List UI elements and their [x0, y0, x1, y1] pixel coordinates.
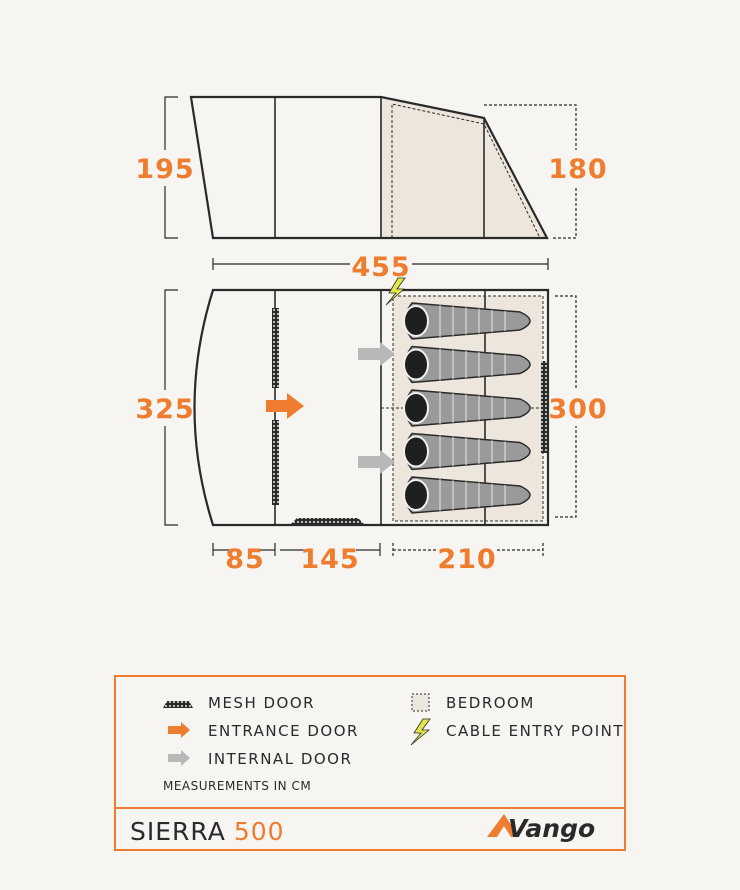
cable-entry-bolt-icon: [385, 277, 406, 306]
legend-box: MESH DOOR ENTRANCE DOOR INTERNAL DOOR ME…: [114, 675, 626, 851]
mesh-door-living-lower: [272, 420, 279, 505]
floor-outline: [193, 288, 550, 527]
side-elevation: 195 180 455: [135, 95, 607, 283]
legend-entrance-door: ENTRANCE DOOR: [208, 722, 359, 740]
dim-label-300: 300: [548, 394, 607, 425]
internal-door-arrow-lower-icon: [358, 450, 395, 474]
mesh-door-legend-icon: [163, 701, 193, 708]
legend-mesh-door: MESH DOOR: [208, 694, 315, 712]
side-profile: [189, 95, 549, 240]
dim-label-195: 195: [135, 154, 194, 185]
sleeping-bags: [403, 302, 531, 514]
internal-door-legend-icon: [168, 750, 190, 766]
dim-line-145: [280, 543, 381, 556]
dim-line-180: [484, 104, 577, 239]
dim-line-210: [392, 543, 544, 556]
product-model: 500: [234, 817, 285, 846]
dim-label-180: 180: [548, 154, 607, 185]
legend-measurements-note: MEASUREMENTS IN CM: [163, 779, 311, 793]
vango-logo: Vango: [487, 814, 595, 843]
dim-label-210: 210: [437, 544, 496, 575]
mesh-door-rear: [541, 361, 549, 453]
sleeping-bag: [403, 345, 531, 384]
cable-entry-legend-icon: [410, 718, 431, 746]
mesh-door-living-upper: [272, 308, 279, 388]
bedroom-legend-icon: [411, 693, 430, 712]
brand-name: Vango: [508, 814, 595, 843]
sleeping-bag: [403, 432, 531, 471]
product-title: SIERRA 500: [130, 817, 285, 846]
floor-plan: 325 300 85 145 210: [135, 277, 607, 575]
vango-logo-triangle-icon: [487, 814, 519, 837]
mesh-door-bottom: [290, 518, 365, 525]
legend-cable-entry: CABLE ENTRY POINT: [446, 722, 624, 740]
side-bedroom-fill: [381, 97, 547, 238]
sleeping-bag: [403, 476, 531, 514]
dim-label-145: 145: [300, 544, 359, 575]
entrance-door-legend-icon: [168, 722, 190, 738]
side-bedroom-dashed: [391, 103, 541, 239]
entrance-door-arrow-icon: [266, 393, 304, 419]
dim-label-85: 85: [225, 544, 265, 575]
dim-line-85: [212, 543, 276, 556]
legend-bedroom: BEDROOM: [446, 694, 535, 712]
dim-label-325: 325: [135, 394, 194, 425]
legend-internal-door: INTERNAL DOOR: [208, 750, 352, 768]
sleeping-bag: [403, 302, 531, 340]
sleeping-bag: [403, 389, 531, 427]
internal-door-arrow-upper-icon: [358, 342, 395, 366]
product-name: SIERRA: [130, 817, 226, 846]
